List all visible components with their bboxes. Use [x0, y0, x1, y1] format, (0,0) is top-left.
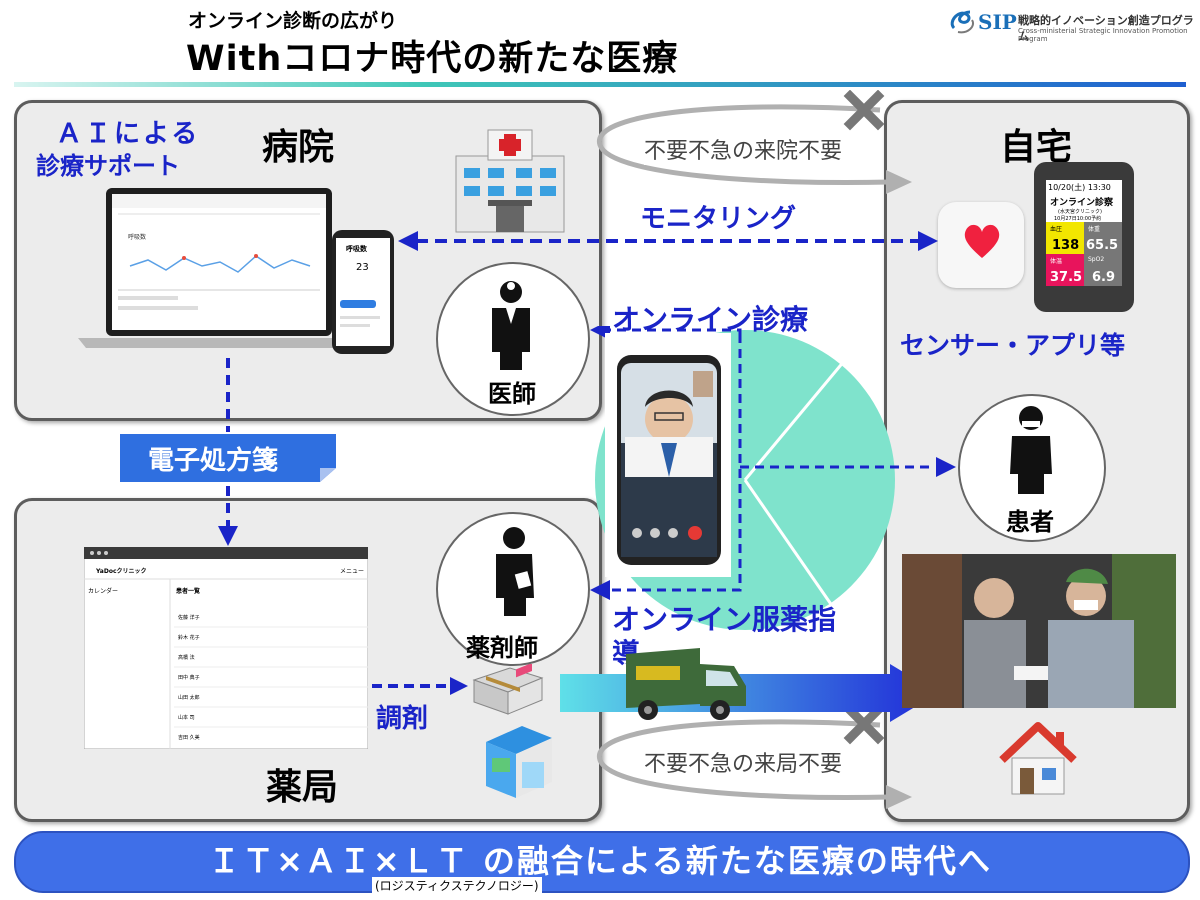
- pharmacy-app-patient-list: 患者一覧: [176, 586, 200, 595]
- pharmacy-app-screenshot: [84, 547, 368, 749]
- prescription-down-arrow: [216, 356, 240, 548]
- home-house-icon: [998, 722, 1078, 796]
- no-hospital-visit-text: 不要不急の来院不要: [644, 133, 842, 165]
- pharmacy-app-menu: メニュー: [340, 566, 364, 575]
- prescription-label: 電子処方箋: [148, 440, 278, 477]
- sip-logo-mark: SIP: [978, 10, 1017, 34]
- dispense-arrow: [370, 676, 470, 696]
- doctor-label: 医師: [488, 374, 536, 409]
- pharmacy-row-3: 高橋 法: [178, 654, 195, 661]
- device-title: オンライン診察: [1050, 195, 1113, 208]
- bottom-banner-subtext: (ロジスティクステクノロジー): [372, 877, 542, 894]
- pharmacist-icon: [490, 526, 540, 616]
- sensors-label: センサー・アプリ等: [900, 326, 1125, 362]
- video-call-phone-image: [605, 333, 731, 577]
- laptop-chart-title: 呼吸数: [128, 232, 146, 241]
- header-subtitle: オンライン診断の広がり: [188, 6, 397, 33]
- pharmacy-label: 薬局: [266, 758, 338, 810]
- pharmacy-app-name: YaDocクリニック: [96, 566, 147, 575]
- medicine-package-icon: [470, 664, 546, 716]
- pharmacist-label: 薬剤師: [466, 628, 538, 663]
- pharmacy-row-6: 山本 司: [178, 714, 195, 721]
- pharmacy-row-5: 山田 太郎: [178, 694, 200, 701]
- sip-logo-en: Cross-ministerial Strategic Innovation P…: [1018, 27, 1200, 43]
- sip-logo-icon: [948, 6, 978, 36]
- patient-label: 患者: [1006, 502, 1054, 537]
- bottom-banner-text: ＩＴ×ＡＩ×ＬＴ の融合による新たな医療の時代へ: [14, 836, 1186, 882]
- laptop-dashboard-image: [78, 186, 358, 356]
- phone-value: 23: [356, 262, 369, 273]
- dispense-label: 調剤: [376, 698, 428, 735]
- device-spo2-value: 6.9: [1092, 270, 1115, 285]
- device-sub1: (水天宮クリニック): [1058, 208, 1102, 215]
- device-weight-value: 65.5: [1086, 238, 1118, 253]
- header-divider: [14, 82, 1186, 87]
- delivery-truck-icon: [616, 640, 752, 724]
- doctor-icon: [484, 280, 538, 370]
- pharmacy-app-calendar: カレンダー: [88, 586, 118, 595]
- device-spo2-label: SpO2: [1088, 256, 1104, 263]
- device-weight-label: 体重: [1088, 224, 1100, 233]
- ai-support-line1: ＡＩによる: [56, 113, 200, 150]
- device-bp-label: 血圧: [1050, 224, 1062, 233]
- ai-support-line2: 診療サポート: [36, 146, 180, 181]
- hospital-label: 病院: [262, 118, 334, 170]
- no-pharmacy-visit-text: 不要不急の来局不要: [644, 746, 842, 778]
- pharmacy-row-2: 鈴木 花子: [178, 634, 200, 641]
- page-title: Withコロナ時代の新たな医療: [186, 30, 678, 81]
- patient-icon: [1006, 404, 1056, 494]
- pharmacy-building-icon: [476, 722, 556, 802]
- pharmacy-row-1: 佐藤 洋子: [178, 614, 200, 621]
- monitoring-label: モニタリング: [640, 198, 796, 235]
- pharmacy-row-7: 吉田 久美: [178, 734, 200, 741]
- device-temp-value: 37.5: [1050, 270, 1082, 285]
- pharmacy-row-4: 田中 典子: [178, 674, 200, 681]
- delivery-photo: [902, 554, 1176, 708]
- device-date: 10/20(土) 13:30: [1048, 182, 1111, 193]
- phone-title: 呼吸数: [346, 244, 367, 254]
- heart-icon: [962, 222, 1002, 260]
- device-temp-label: 体温: [1050, 256, 1062, 265]
- device-bp-value: 138: [1052, 238, 1079, 253]
- hospital-building-icon: [448, 126, 572, 236]
- device-sub2: 10月27日10:00予約: [1054, 215, 1101, 222]
